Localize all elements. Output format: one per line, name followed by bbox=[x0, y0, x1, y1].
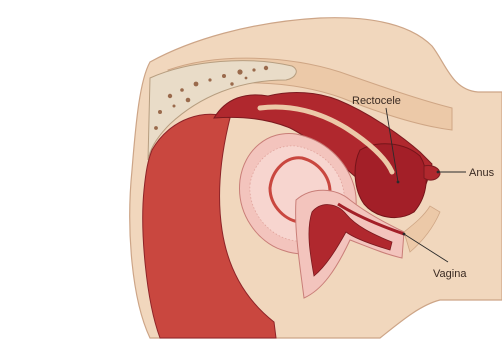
label-anus: Anus bbox=[469, 167, 495, 179]
vagina-leader-dot bbox=[403, 233, 406, 236]
anus-leader-dot bbox=[437, 171, 440, 174]
label-vagina: Vagina bbox=[433, 268, 467, 280]
rectocele-bulge bbox=[355, 144, 426, 218]
rectocele-leader-dot bbox=[397, 181, 400, 184]
label-rectocele: Rectocele bbox=[352, 95, 401, 107]
